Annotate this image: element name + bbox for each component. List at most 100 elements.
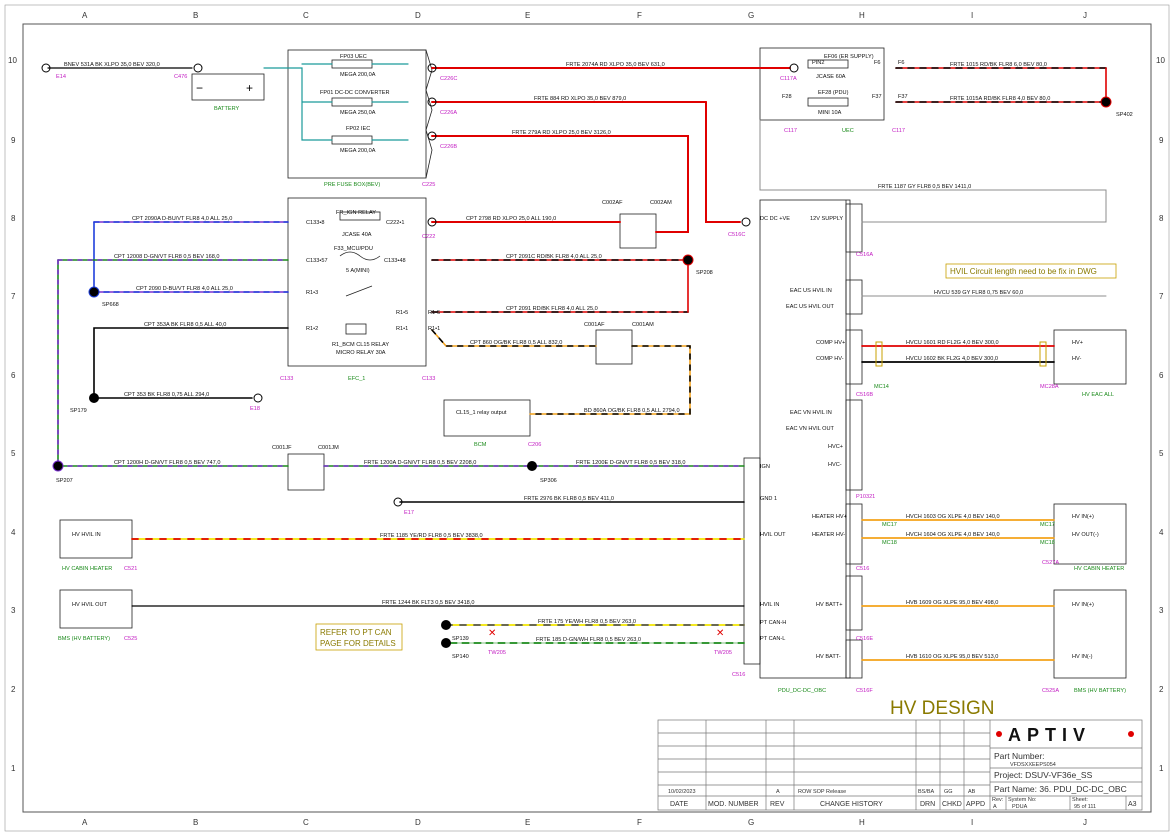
c001a-inline-connector — [595, 329, 633, 365]
sheet-size: A3 — [1128, 801, 1137, 808]
wire-label: BNEV 531A BK XLPO 35,0 BEV 320,0 — [64, 62, 160, 68]
label-r1-5b: R1•5 — [428, 310, 440, 316]
pre-fuse-box — [287, 49, 427, 179]
label-f6: F6 — [874, 60, 881, 66]
label-c516-heater: C516 — [856, 566, 869, 572]
grid-row-label: 5 — [11, 449, 16, 458]
outer-border — [4, 4, 1170, 832]
label-hvil-in-heater: HV HVIL IN — [72, 532, 101, 538]
pin-heater-hv-neg: HEATER HV- — [812, 532, 845, 538]
pin-hv-batt-neg: HV BATT- — [816, 654, 841, 660]
label-uec: UEC — [842, 128, 854, 134]
hv-cabin-heater-right-box — [1053, 503, 1127, 565]
label-fp03: FP03 UEC — [340, 54, 367, 60]
label-e17: E17 — [404, 510, 414, 516]
relay-switch-icon — [345, 285, 373, 297]
terminal-icon — [427, 131, 437, 141]
battery-icon — [191, 73, 265, 101]
hv-cabin-heater-box — [59, 519, 133, 559]
refer-note-box — [315, 623, 403, 651]
pin-dc-dc-ve: DC DC +VE — [760, 216, 790, 222]
pin-comp-hv-neg: COMP HV- — [816, 356, 844, 362]
grid-col-label: C — [303, 11, 309, 20]
pin-eac-vn-hvil-in: EAC VN HVIL IN — [790, 410, 832, 416]
label-r1-2: R1•2 — [306, 326, 318, 332]
label-hv-cabin-heater2: HV CABIN HEATER — [1074, 566, 1124, 572]
wire-label: FRTE 279A RD XLPO 25,0 BEV 3126,0 — [512, 130, 611, 136]
terminal-icon — [427, 63, 437, 73]
label-c516e: C516E — [856, 636, 873, 642]
label-c222-1: C222•1 — [386, 220, 404, 226]
pin-pt-can-h: PT CAN-H — [760, 620, 786, 626]
fuse-icon — [807, 59, 849, 69]
bcm-box — [443, 399, 531, 437]
label-r1-1b: R1•1 — [428, 326, 440, 332]
label-mc17: MC17 — [882, 522, 897, 528]
grid-row-label: 7 — [1159, 292, 1164, 301]
grid-col-label: A — [82, 11, 88, 20]
label-sp179: SP179 — [70, 408, 87, 414]
label-c117-left: C117 — [784, 128, 797, 134]
pin-ign: IGN — [760, 464, 770, 470]
label-c476: C476 — [174, 74, 187, 80]
hv-connector-icon — [1039, 341, 1047, 367]
terminal-icon — [427, 217, 437, 227]
chkd-value: GG — [944, 789, 953, 795]
label-c527a: C527A — [1042, 560, 1059, 566]
label-c225: C225 — [422, 182, 435, 188]
label-bcm: BCM — [474, 442, 487, 448]
c001j-inline-connector — [287, 453, 325, 491]
part-number: VFDSXXEEPS054 — [1010, 762, 1056, 768]
c516a-connector — [845, 203, 863, 253]
grid-row-label: 7 — [11, 292, 16, 301]
label-mc14: MC14 — [874, 384, 889, 390]
label-c133-8: C133•8 — [306, 220, 324, 226]
label-c133-48: C133•48 — [384, 258, 406, 264]
label-bms: BMS (HV BATTERY) — [58, 636, 110, 642]
label-sp207: SP207 — [56, 478, 73, 484]
hv-design-title: HV DESIGN — [890, 698, 995, 719]
hv-connector-icon — [875, 341, 883, 367]
label-cl15-relay-output: CL15_1 relay output — [456, 410, 507, 416]
label-fp01: FP01 DC-DC CONVERTER — [320, 90, 390, 96]
wire-label: HVCU 1602 BK FL2G 4,0 BEV 300,0 — [906, 356, 998, 362]
label-battery: BATTERY — [214, 106, 240, 112]
label-e18: E18 — [250, 406, 260, 412]
label-fp02-rating: MEGA 200,0A — [340, 148, 376, 154]
grid-row-label: 3 — [11, 606, 16, 615]
pin-12v-supply: 12V SUPPLY — [810, 216, 843, 222]
label-c206: C206 — [528, 442, 541, 448]
splice-points: ✕ ✕ — [41, 63, 1112, 648]
wire-label: CPT 2798 RD XLPO 25,0 ALL 190,0 — [466, 216, 556, 222]
label-fp02: FP02 IEC — [346, 126, 370, 132]
wire-label: FRTE 1200E D-GN/VT FLR8 0,5 BEV 318,0 — [576, 460, 686, 466]
label-efc1: EFC_1 — [348, 376, 365, 382]
ground-e14-icon — [41, 63, 51, 73]
wire-labels: BNEV 531A BK XLPO 35,0 BEV 320,0 FRTE 20… — [64, 62, 1050, 660]
title-block — [657, 719, 1143, 811]
pdu-pin-labels: DC DC +VE 12V SUPPLY EAC US HVIL IN EAC … — [760, 216, 1099, 660]
label-hv-cabin-heater: HV CABIN HEATER — [62, 566, 112, 572]
label-sp139: SP139 — [452, 636, 469, 642]
sheet-label: Sheet: — [1072, 797, 1088, 803]
rev-label: Rev: — [992, 797, 1004, 803]
grid-row-label: 6 — [1159, 371, 1164, 380]
part-number-label: Part Number: — [994, 751, 1045, 761]
connector-labels: E14 C476 BATTERY FP03 UEC MEGA 200,0A FP… — [56, 54, 1133, 694]
fuse-icon — [331, 59, 373, 69]
label-f33-rating: 5 A(MINI) — [346, 268, 370, 274]
label-tw205a: TW205 — [488, 650, 506, 656]
label-mc28a: MC28A — [1040, 384, 1059, 390]
wire-label: HVCH 1603 OG XLPE 4,0 BEV 140,0 — [906, 514, 1000, 520]
grid-col-label: E — [525, 818, 530, 827]
grid-col-label: E — [525, 11, 530, 20]
label-c226c: C226C — [440, 76, 457, 82]
label-sp140: SP140 — [452, 654, 469, 660]
pin-gnd1: GND 1 — [760, 496, 777, 502]
wire-label: BD 860A OG/BK FLR8 0,5 ALL 2794,0 — [584, 408, 680, 414]
wire-label: CPT 353 BK FLR8 0,75 ALL 294,0 — [124, 392, 209, 398]
wire-label: CPT 353A BK FLR8 0,5 ALL 40,0 — [144, 322, 226, 328]
label-ef06-rating: JCASE 60A — [816, 74, 846, 80]
change-value: ROW SOP Release — [798, 789, 846, 795]
hv-eac-all-box — [1053, 329, 1127, 385]
